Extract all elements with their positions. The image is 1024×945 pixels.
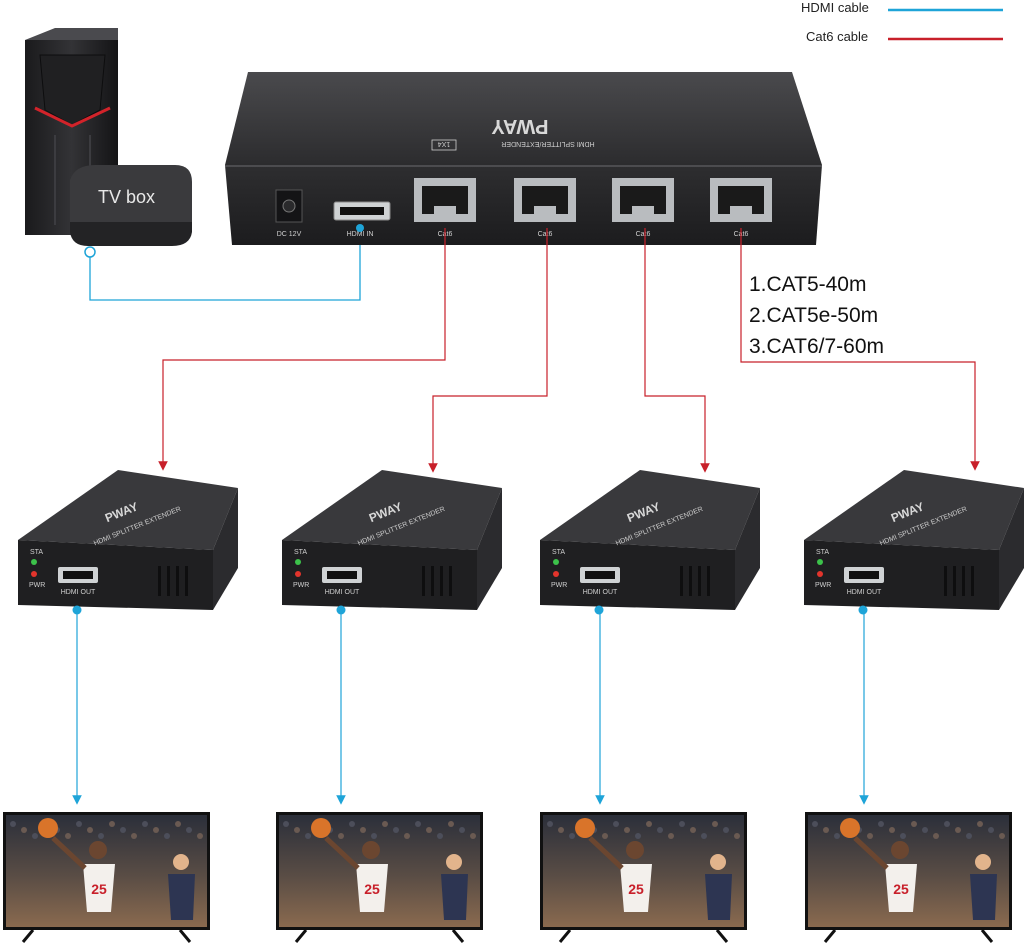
splitter-brand: PWAY <box>491 115 549 137</box>
legend: HDMI cable Cat6 cable <box>801 0 1003 44</box>
source-hdmi-port <box>84 246 96 258</box>
receiver-sta-led <box>817 559 823 565</box>
jersey-number: 25 <box>628 881 644 897</box>
basketball <box>38 818 58 838</box>
tv-4: 25 <box>805 812 1012 943</box>
tv-stand-left <box>21 929 35 943</box>
receiver-sta-label: STA <box>816 549 829 556</box>
receiver-hdmi-out-label: HDMI OUT <box>583 589 618 596</box>
cat6-cable-2 <box>428 228 548 473</box>
jersey-number: 25 <box>91 881 107 897</box>
player-jersey <box>620 864 652 912</box>
tv-stand-right <box>451 929 465 943</box>
cat6-cable-4 <box>740 228 980 471</box>
splitter-badge: 1X4 <box>438 140 451 147</box>
tv-1: 25 <box>3 812 210 943</box>
receiver-pwr-label: PWR <box>293 582 309 589</box>
splitter-model: HDMI SPLITTER/EXTENDER <box>501 140 594 147</box>
tv-box-label: TV box <box>98 187 155 207</box>
tv-stand-left <box>294 929 308 943</box>
receiver-pwr-led <box>295 571 301 577</box>
legend-hdmi-label: HDMI cable <box>801 0 869 15</box>
cat6-port-3: Cat6 <box>612 178 674 238</box>
basketball <box>840 818 860 838</box>
cat6-cables <box>158 228 980 473</box>
receiver-sta-label: STA <box>552 549 565 556</box>
cable-spec-3: 3.CAT6/7-60m <box>749 335 884 358</box>
jersey-number: 25 <box>364 881 380 897</box>
cat6-port-1: Cat6 <box>414 178 476 238</box>
basketball <box>575 818 595 838</box>
dc-label: DC 12V <box>277 231 302 238</box>
legend-cat6-label: Cat6 cable <box>806 29 868 44</box>
cat6-port-label-3: Cat6 <box>636 231 651 238</box>
tv-stand-left <box>823 929 837 943</box>
receiver-hdmi-out-label: HDMI OUT <box>847 589 882 596</box>
jersey-number: 25 <box>893 881 909 897</box>
receiver-pwr-label: PWR <box>29 582 45 589</box>
splitter-unit: PWAY HDMI SPLITTER/EXTENDER 1X4 DC 12V H… <box>225 72 822 245</box>
tv-stand-right <box>980 929 994 943</box>
player-jersey <box>356 864 388 912</box>
receiver-hdmi-out-label: HDMI OUT <box>61 589 96 596</box>
cat6-port-2: Cat6 <box>514 178 576 238</box>
tv-2: 25 <box>276 812 483 943</box>
receiver-sta-led <box>553 559 559 565</box>
cat6-port-label-2: Cat6 <box>538 231 553 238</box>
cat6-cable-1 <box>158 228 446 471</box>
receiver-sta-label: STA <box>294 549 307 556</box>
hdmi-in-label: HDMI IN <box>347 231 374 238</box>
receiver-pwr-label: PWR <box>551 582 567 589</box>
tv-3: 25 <box>540 812 747 943</box>
receiver-pwr-led <box>553 571 559 577</box>
player-jersey <box>83 864 115 912</box>
player-jersey <box>885 864 917 912</box>
receiver-pwr-led <box>31 571 37 577</box>
receiver-pwr-led <box>817 571 823 577</box>
receiver-sta-led <box>31 559 37 565</box>
hdmi-cable-source <box>89 225 361 301</box>
cable-spec-2: 2.CAT5e-50m <box>749 304 878 327</box>
receiver-sta-led <box>295 559 301 565</box>
cat6-cable-3 <box>644 228 710 473</box>
hdmi-output-cables <box>72 610 869 805</box>
tv-stand-left <box>558 929 572 943</box>
receiver-hdmi-out-label: HDMI OUT <box>325 589 360 596</box>
cable-specs: 1.CAT5-40m 2.CAT5e-50m 3.CAT6/7-60m <box>749 273 884 358</box>
cat6-port-4: Cat6 <box>710 178 772 238</box>
cable-spec-1: 1.CAT5-40m <box>749 273 866 296</box>
tv-box: TV box <box>70 165 192 246</box>
tv-stand-right <box>178 929 192 943</box>
basketball <box>311 818 331 838</box>
receiver-sta-label: STA <box>30 549 43 556</box>
receiver-pwr-label: PWR <box>815 582 831 589</box>
dc-jack <box>275 189 303 223</box>
tv-stand-right <box>715 929 729 943</box>
